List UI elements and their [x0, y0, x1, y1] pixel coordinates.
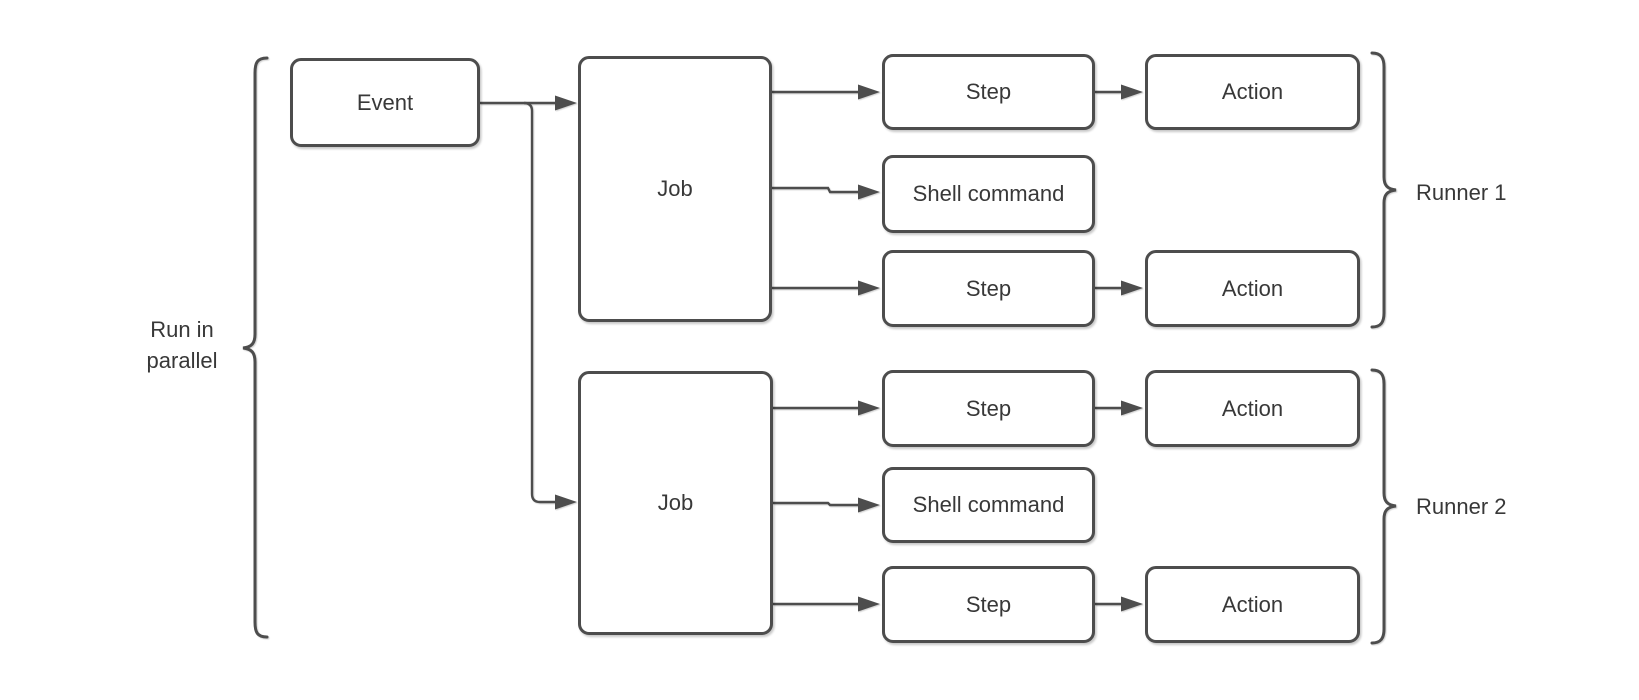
run-in-parallel-label-line2: parallel [146, 348, 218, 373]
arrowhead-event-to-job1-icon [555, 95, 577, 111]
run-in-parallel-label-line1: Run in [150, 317, 214, 342]
step-box: Step [882, 54, 1095, 130]
action-box: Action [1145, 370, 1360, 447]
arrowhead-step3-to-action3-icon [1121, 400, 1143, 416]
job2-box: Job [578, 371, 773, 635]
arrowhead-step1-to-action1-icon [1121, 84, 1143, 100]
step-box: Step [882, 250, 1095, 327]
job1-box: Job [578, 56, 772, 322]
edge-job1-to-shell1 [772, 186, 858, 194]
runner2-brace-icon [1370, 368, 1397, 645]
step-box: Step [882, 370, 1095, 447]
action-box: Action [1145, 250, 1360, 327]
arrowhead-job2-to-step4-icon [858, 596, 880, 612]
step-box: Step [882, 566, 1095, 643]
edge-event-to-job2 [523, 101, 555, 504]
runner1-label: Runner 1 [1416, 180, 1507, 205]
arrowhead-job2-to-shell2-icon [858, 497, 880, 513]
shell-command-box: Shell command [882, 155, 1095, 233]
edge-job2-to-shell2 [773, 501, 858, 507]
arrowhead-job1-to-step2-icon [858, 280, 880, 296]
arrowhead-event-to-job2-icon [555, 494, 577, 510]
shell-command-box: Shell command [882, 467, 1095, 543]
arrowhead-job1-to-step1-icon [858, 84, 880, 100]
run-in-parallel-brace-icon [242, 56, 269, 639]
action-box: Action [1145, 54, 1360, 130]
event-box: Event [290, 58, 480, 147]
action-box: Action [1145, 566, 1360, 643]
runner2-label: Runner 2 [1416, 494, 1507, 519]
arrowhead-job1-to-shell1-icon [858, 184, 880, 200]
arrowhead-job2-to-step3-icon [858, 400, 880, 416]
arrowhead-step2-to-action2-icon [1121, 280, 1143, 296]
run-in-parallel-label: Run in parallel [108, 314, 256, 376]
runner1-brace-icon [1370, 51, 1397, 329]
arrowhead-step4-to-action4-icon [1121, 596, 1143, 612]
